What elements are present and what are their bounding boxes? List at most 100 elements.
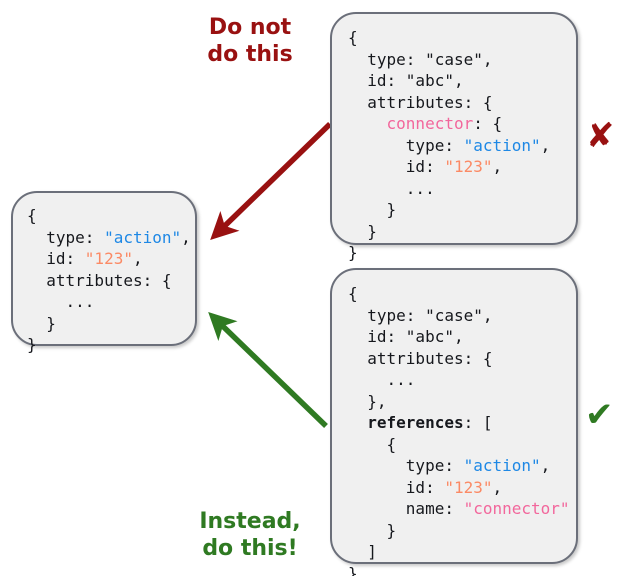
code-line: { bbox=[348, 434, 576, 456]
code-token: connector bbox=[386, 114, 474, 133]
code-token: attributes: { bbox=[348, 348, 493, 368]
code-token: "123" bbox=[84, 249, 133, 268]
code-token: , bbox=[540, 135, 551, 155]
code-line: name: "connector" bbox=[348, 498, 576, 520]
code-token: type: bbox=[27, 227, 105, 247]
code-token: "case" bbox=[425, 49, 483, 69]
code-token: "action" bbox=[463, 456, 541, 475]
code-token: , bbox=[492, 477, 503, 497]
code-line: ... bbox=[348, 369, 576, 391]
code-line: ... bbox=[27, 291, 195, 313]
code-token: attributes: { bbox=[27, 270, 172, 290]
code-token: type: bbox=[348, 456, 464, 475]
code-token: { bbox=[348, 434, 397, 454]
code-token: type: bbox=[348, 305, 426, 325]
good-reference-arrow bbox=[208, 312, 328, 428]
code-token: { bbox=[27, 206, 37, 225]
code-token: references bbox=[367, 413, 464, 432]
code-line: } bbox=[348, 563, 576, 576]
code-line: } bbox=[348, 242, 576, 264]
code-token: ... bbox=[27, 292, 95, 311]
code-token: "connector" bbox=[463, 499, 570, 518]
code-token: : [ bbox=[463, 413, 493, 432]
code-line: type: "action", bbox=[27, 227, 195, 249]
code-token: type: bbox=[348, 49, 426, 69]
instead-do-this-label: Instead, do this! bbox=[199, 509, 301, 561]
code-line: references: [ bbox=[348, 412, 576, 434]
code-token: "action" bbox=[104, 227, 182, 247]
code-line: } bbox=[348, 199, 576, 221]
code-line: { bbox=[348, 283, 576, 305]
code-line: { bbox=[348, 27, 576, 49]
code-token: id: bbox=[348, 477, 445, 497]
code-token: "case" bbox=[425, 305, 483, 325]
code-token: name: bbox=[348, 499, 464, 518]
code-line: } bbox=[27, 334, 195, 356]
code-token bbox=[348, 114, 387, 133]
code-token: { bbox=[348, 28, 358, 47]
code-token: , bbox=[453, 327, 464, 346]
code-token: } bbox=[27, 335, 37, 354]
code-token: type: bbox=[348, 135, 464, 155]
code-line: type: "action", bbox=[348, 135, 576, 157]
code-block: { type: "case", id: "abc", attributes: {… bbox=[332, 14, 576, 264]
code-token: , bbox=[453, 71, 464, 90]
code-token: "123" bbox=[444, 477, 493, 497]
code-token: { bbox=[348, 284, 358, 303]
code-token: "abc" bbox=[405, 327, 454, 346]
case-document-nested-connector-box: { type: "case", id: "abc", attributes: {… bbox=[330, 12, 578, 262]
code-line: } bbox=[348, 520, 576, 542]
code-token: ... bbox=[348, 178, 435, 198]
code-token: "abc" bbox=[405, 71, 454, 90]
case-document-references-box: { type: "case", id: "abc", attributes: {… bbox=[330, 268, 578, 576]
check-icon: ✔ bbox=[585, 395, 614, 435]
code-token: } bbox=[348, 243, 358, 262]
code-token: ] bbox=[348, 542, 377, 561]
code-token: id: bbox=[348, 327, 406, 346]
code-token: } bbox=[348, 520, 397, 540]
code-token: , bbox=[540, 456, 551, 475]
code-token: } bbox=[348, 221, 377, 241]
code-line: ... bbox=[348, 178, 576, 200]
code-line: id: "abc", bbox=[348, 326, 576, 348]
code-token bbox=[348, 413, 367, 432]
code-line: id: "123", bbox=[27, 248, 195, 270]
code-token: ... bbox=[348, 370, 416, 389]
code-token: , bbox=[482, 305, 493, 325]
code-token: } bbox=[348, 200, 397, 219]
code-token: id: bbox=[348, 71, 406, 90]
code-line: attributes: { bbox=[27, 270, 195, 292]
code-token: , bbox=[482, 49, 493, 69]
code-token: , bbox=[181, 227, 191, 247]
code-token: attributes: { bbox=[348, 92, 493, 112]
code-line: ] bbox=[348, 541, 576, 563]
code-line: id: "abc", bbox=[348, 70, 576, 92]
code-token: : { bbox=[473, 114, 503, 133]
code-token: }, bbox=[348, 391, 387, 411]
code-block: { type: "action", id: "123", attributes:… bbox=[13, 193, 195, 356]
code-token: "action" bbox=[463, 135, 541, 155]
code-line: }, bbox=[348, 391, 576, 413]
code-line: id: "123", bbox=[348, 477, 576, 499]
bad-reference-arrow bbox=[210, 122, 332, 240]
code-line: type: "case", bbox=[348, 305, 576, 327]
code-line: } bbox=[348, 221, 576, 243]
code-line: { bbox=[27, 205, 195, 227]
code-token: } bbox=[348, 563, 358, 576]
code-token: "123" bbox=[444, 157, 493, 176]
do-not-do-this-label: Do not do this bbox=[207, 15, 293, 67]
code-line: attributes: { bbox=[348, 92, 576, 114]
action-document-box: { type: "action", id: "123", attributes:… bbox=[11, 191, 197, 354]
code-token: , bbox=[132, 249, 143, 268]
code-line: connector: { bbox=[348, 113, 576, 135]
code-token: } bbox=[27, 313, 56, 333]
cross-icon: ✘ bbox=[586, 116, 615, 156]
code-token: id: bbox=[27, 249, 85, 268]
code-line: id: "123", bbox=[348, 156, 576, 178]
code-line: } bbox=[27, 313, 195, 335]
code-block: { type: "case", id: "abc", attributes: {… bbox=[332, 270, 576, 576]
code-token: , bbox=[492, 157, 503, 176]
code-line: attributes: { bbox=[348, 348, 576, 370]
code-line: type: "case", bbox=[348, 49, 576, 71]
